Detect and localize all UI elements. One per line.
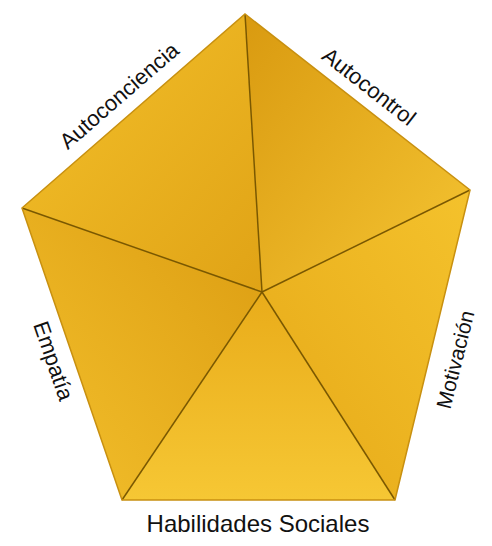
pentagon-faces xyxy=(22,14,470,500)
side-label: Motivación xyxy=(432,309,479,412)
ridge-line xyxy=(245,14,262,292)
ridge-line xyxy=(262,190,470,292)
side-label: Autoconciencia xyxy=(56,38,184,154)
side-label: Habilidades Sociales xyxy=(147,511,370,537)
ridge-line xyxy=(22,208,262,292)
face xyxy=(22,208,262,500)
ridge-line xyxy=(262,292,395,500)
pentagon-outline xyxy=(22,14,470,500)
side-label: Autocontrol xyxy=(318,43,421,131)
face-ridges xyxy=(22,14,470,500)
ridge-line xyxy=(122,292,262,500)
side-label: Empatía xyxy=(28,318,78,403)
